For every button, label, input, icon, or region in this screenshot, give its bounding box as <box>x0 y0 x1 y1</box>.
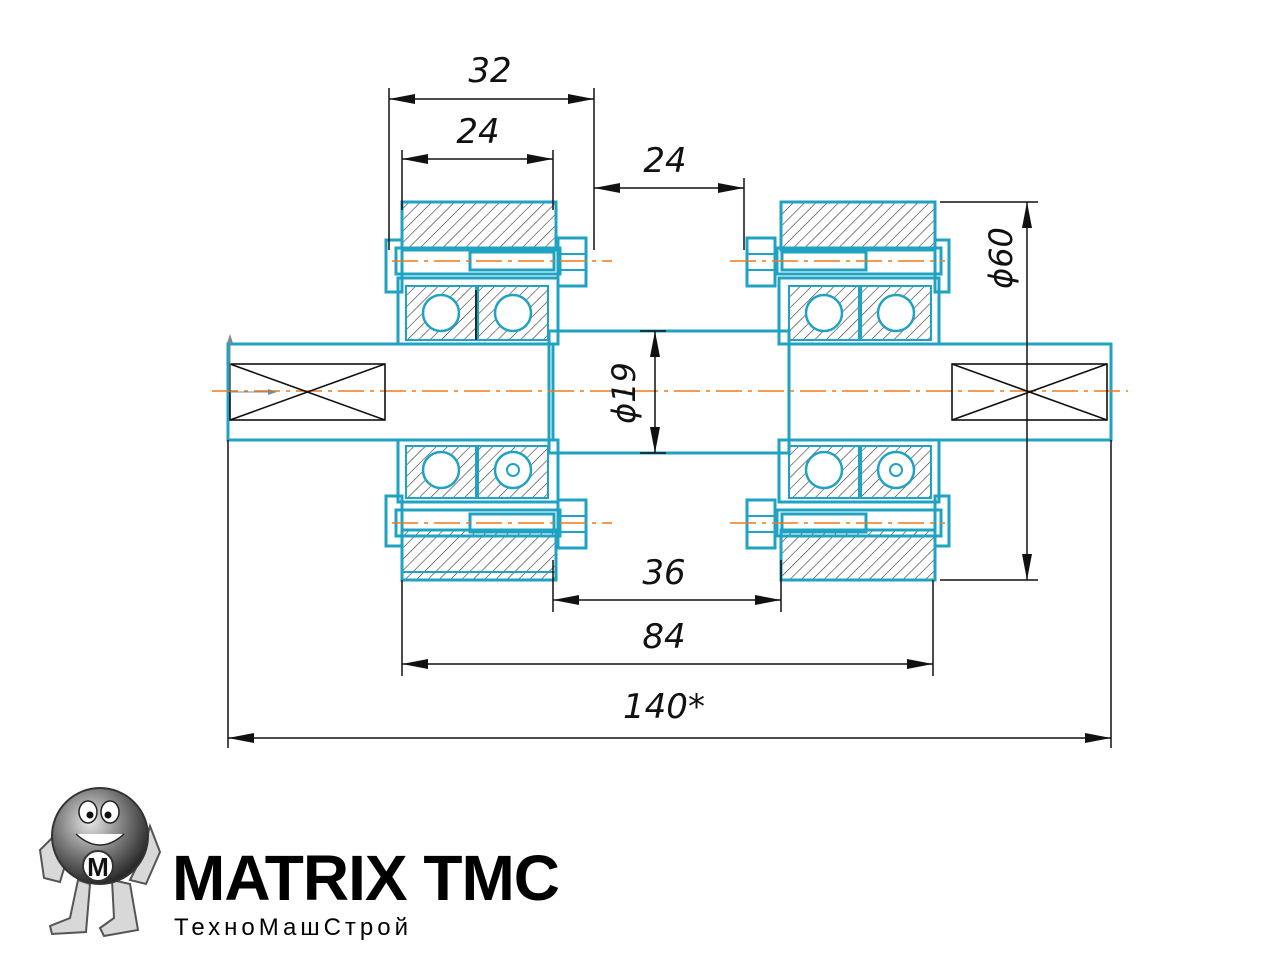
dimension-phi19: ϕ19 <box>605 330 666 454</box>
dimension-24-left-label: 24 <box>456 112 499 152</box>
dimension-84-label: 84 <box>642 617 685 657</box>
mascot-icon: M <box>38 787 162 938</box>
dimension-phi60-label: ϕ60 <box>982 227 1020 289</box>
dimension-24-gap: 24 <box>594 141 745 250</box>
dimension-36-label: 36 <box>642 553 685 593</box>
dimension-84: 84 <box>401 580 934 676</box>
logo-subtitle: ТехноМашСтрой <box>174 914 412 941</box>
dimension-140: 140* <box>227 440 1112 748</box>
right-wheel <box>730 200 951 582</box>
dimension-32: 32 <box>388 51 595 250</box>
shaft <box>212 329 1128 455</box>
dimension-phi19-label: ϕ19 <box>605 362 643 424</box>
mascot-badge-letter: M <box>87 852 109 882</box>
axis-marker <box>227 334 277 395</box>
logo-name: MATRIX TMC <box>172 842 559 914</box>
dimension-phi60: ϕ60 <box>940 201 1038 581</box>
dimension-24-left: 24 <box>401 112 554 210</box>
company-logo: M MATRIX TMC ТехноМашСтрой <box>38 787 560 941</box>
left-wheel <box>384 200 612 582</box>
dimension-140-label: 140* <box>623 687 705 727</box>
dimension-36: 36 <box>552 553 782 612</box>
keyway-right <box>951 363 1108 421</box>
dimension-32-label: 32 <box>468 51 511 91</box>
dimension-24-gap-label: 24 <box>643 141 686 181</box>
